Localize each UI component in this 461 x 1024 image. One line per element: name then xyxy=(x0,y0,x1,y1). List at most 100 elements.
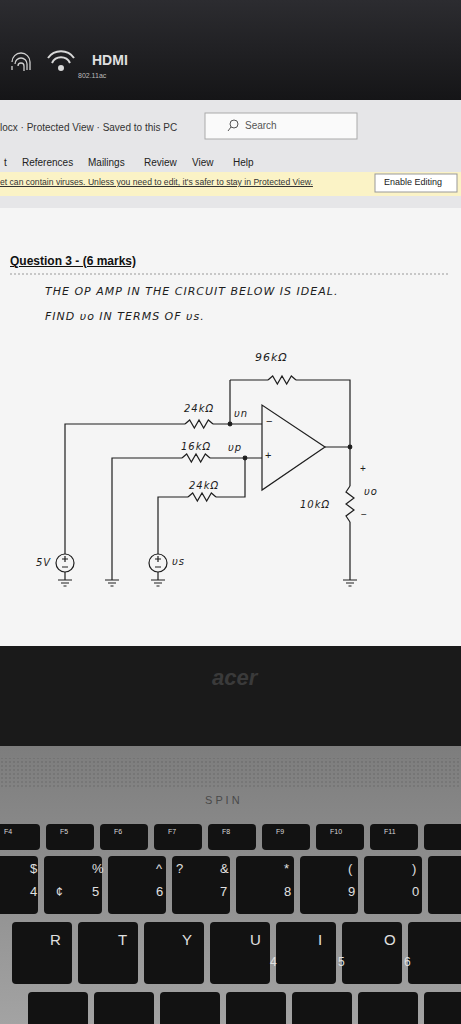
screen-top xyxy=(0,0,461,100)
key-cap xyxy=(262,824,310,850)
key-legend: T xyxy=(118,932,127,949)
key-legend: 7 xyxy=(220,885,227,899)
ground-symbol xyxy=(58,580,72,586)
resistor-symbol xyxy=(185,420,213,428)
wire xyxy=(230,380,350,447)
circuit-label: 5V xyxy=(36,557,51,568)
problem-text: FIND υo IN TERMS OF υs. xyxy=(45,311,205,323)
key-cap xyxy=(12,922,72,984)
key-cap xyxy=(276,922,336,984)
key-legend: F11 xyxy=(384,828,396,836)
resistor-symbol xyxy=(268,376,296,384)
wire xyxy=(65,424,262,554)
key-cap xyxy=(316,824,364,850)
ui-text: References xyxy=(22,157,73,168)
ui-text: et can contain viruses. Unless you need … xyxy=(0,178,313,187)
key-legend: F9 xyxy=(276,828,284,836)
ui-text: 802.11ac xyxy=(78,72,106,80)
key-cap xyxy=(208,824,256,850)
circuit-schematic xyxy=(56,376,357,586)
problem-text: THE OP AMP IN THE CIRCUIT BELOW IS IDEAL… xyxy=(45,286,338,298)
circuit-label: 96kΩ xyxy=(255,352,288,364)
source-polarity xyxy=(62,556,161,567)
wire xyxy=(158,458,245,554)
key-legend: F4 xyxy=(4,828,12,836)
key-cap xyxy=(160,992,220,1024)
key-legend: R xyxy=(50,932,61,949)
page-rule xyxy=(10,274,450,275)
key-cap xyxy=(108,856,166,914)
key-cap xyxy=(172,856,230,914)
ground-symbol xyxy=(343,580,357,586)
key-cap xyxy=(292,992,352,1024)
junction-dot xyxy=(243,456,247,460)
resistor-symbol xyxy=(188,493,216,501)
ui-text: t xyxy=(4,157,7,168)
circuit-label: υs xyxy=(172,556,185,567)
key-legend: % xyxy=(92,862,104,876)
keyboard-keys xyxy=(0,824,461,1024)
screen-bottom-bezel xyxy=(0,646,461,746)
key-legend: ( xyxy=(348,862,352,876)
key-cap xyxy=(300,856,358,914)
key-cap xyxy=(428,856,461,914)
key-legend: 5 xyxy=(92,885,99,899)
key-legend: ^ xyxy=(156,862,162,876)
search-box xyxy=(205,113,357,139)
ground-symbol xyxy=(105,580,119,586)
key-cap xyxy=(236,856,294,914)
key-legend: & xyxy=(220,862,229,876)
ui-text: Enable Editing xyxy=(384,178,442,188)
question-title: Question 3 - (6 marks) xyxy=(10,255,136,268)
key-cap xyxy=(342,922,402,984)
brand-text: S P I N xyxy=(205,794,240,806)
wifi-icon xyxy=(48,51,74,70)
ui-text: Search xyxy=(245,120,277,131)
brand-text: acer xyxy=(212,666,257,690)
enable-button xyxy=(375,174,457,192)
key-cap xyxy=(210,922,270,984)
circuit-label: + xyxy=(360,463,366,474)
key-legend: 8 xyxy=(284,885,291,899)
protected-view-bar xyxy=(0,172,461,196)
key-cap xyxy=(0,856,38,914)
circuit-label: 24kΩ xyxy=(184,403,214,414)
key-legend: 6 xyxy=(156,885,163,899)
ui-text: Mailings xyxy=(88,157,125,168)
keyboard-deck xyxy=(0,746,461,1024)
search-icon xyxy=(230,120,238,128)
key-legend: 5 xyxy=(338,956,345,969)
key-cap xyxy=(226,992,286,1024)
key-cap xyxy=(424,992,461,1024)
key-legend: Y xyxy=(182,932,192,949)
key-legend: F8 xyxy=(222,828,230,836)
search-icon-handle xyxy=(228,127,231,131)
key-legend: 0 xyxy=(412,885,419,899)
key-cap xyxy=(46,824,94,850)
key-cap xyxy=(78,922,138,984)
key-cap xyxy=(0,824,40,850)
circuit-label: + xyxy=(265,449,271,461)
junction-dot xyxy=(348,445,352,449)
key-cap xyxy=(144,922,204,984)
wire xyxy=(325,447,350,580)
key-legend: F5 xyxy=(60,828,68,836)
ui-text: Help xyxy=(233,157,254,168)
key-legend: O xyxy=(384,932,396,949)
wire xyxy=(112,458,262,580)
ui-text: locx · Protected View · Saved to this PC xyxy=(0,122,177,133)
key-legend: 6 xyxy=(404,956,411,969)
key-cap xyxy=(424,824,461,850)
word-ribbon xyxy=(0,100,461,210)
junction-dot xyxy=(228,422,232,426)
circuit-label: − xyxy=(266,415,272,427)
wire xyxy=(229,380,230,424)
key-legend: F6 xyxy=(114,828,122,836)
key-legend: 4 xyxy=(30,885,37,899)
resistor-symbol xyxy=(182,454,210,462)
key-legend: F10 xyxy=(330,828,342,836)
key-legend: U xyxy=(250,932,261,949)
ui-text: View xyxy=(192,157,214,168)
speaker-grille xyxy=(0,758,461,788)
